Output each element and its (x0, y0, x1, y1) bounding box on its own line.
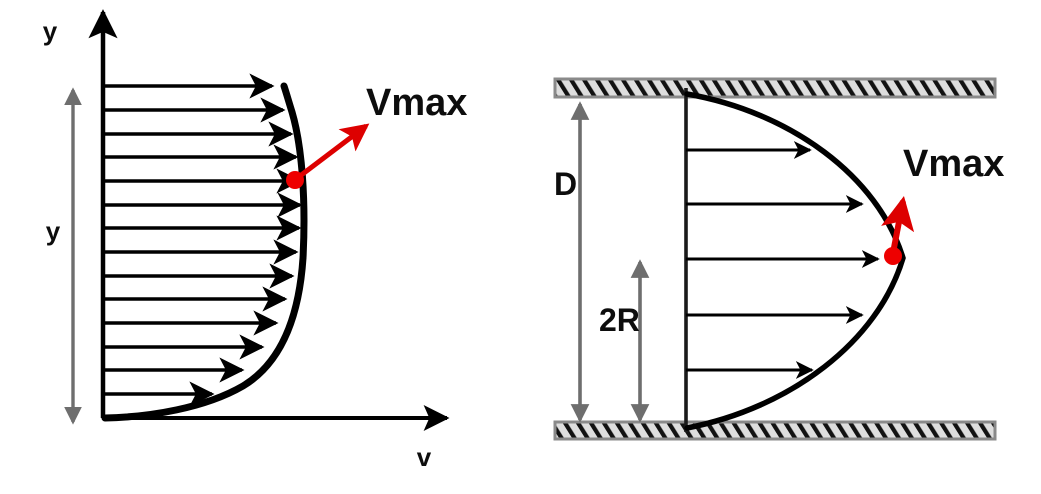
vmax-label: Vmax (366, 82, 467, 124)
velocity-arrow-group (103, 73, 303, 407)
vmax-marker-dot (884, 247, 902, 265)
vmax-callout-arrow (881, 196, 915, 254)
panel-boundary-layer: y v y (43, 9, 467, 472)
two-radius-label: 2R (599, 302, 640, 338)
velocity-profile-curve (101, 82, 308, 422)
v-axis-label: v (417, 442, 432, 472)
velocity-arrow-group-pipe (686, 141, 880, 379)
bottom-wall (553, 420, 997, 441)
vmax-marker-dot (286, 171, 304, 189)
vmax-callout-arrow (294, 123, 370, 181)
parabolic-profile-curve (684, 91, 906, 431)
diameter-label: D (554, 166, 577, 202)
depth-dimension-label: y (46, 216, 61, 246)
y-axis-label: y (43, 16, 58, 46)
vmax-label: Vmax (903, 143, 1004, 185)
panel-pipe-flow: D 2R Vmax (553, 77, 1004, 441)
top-wall (553, 77, 997, 99)
